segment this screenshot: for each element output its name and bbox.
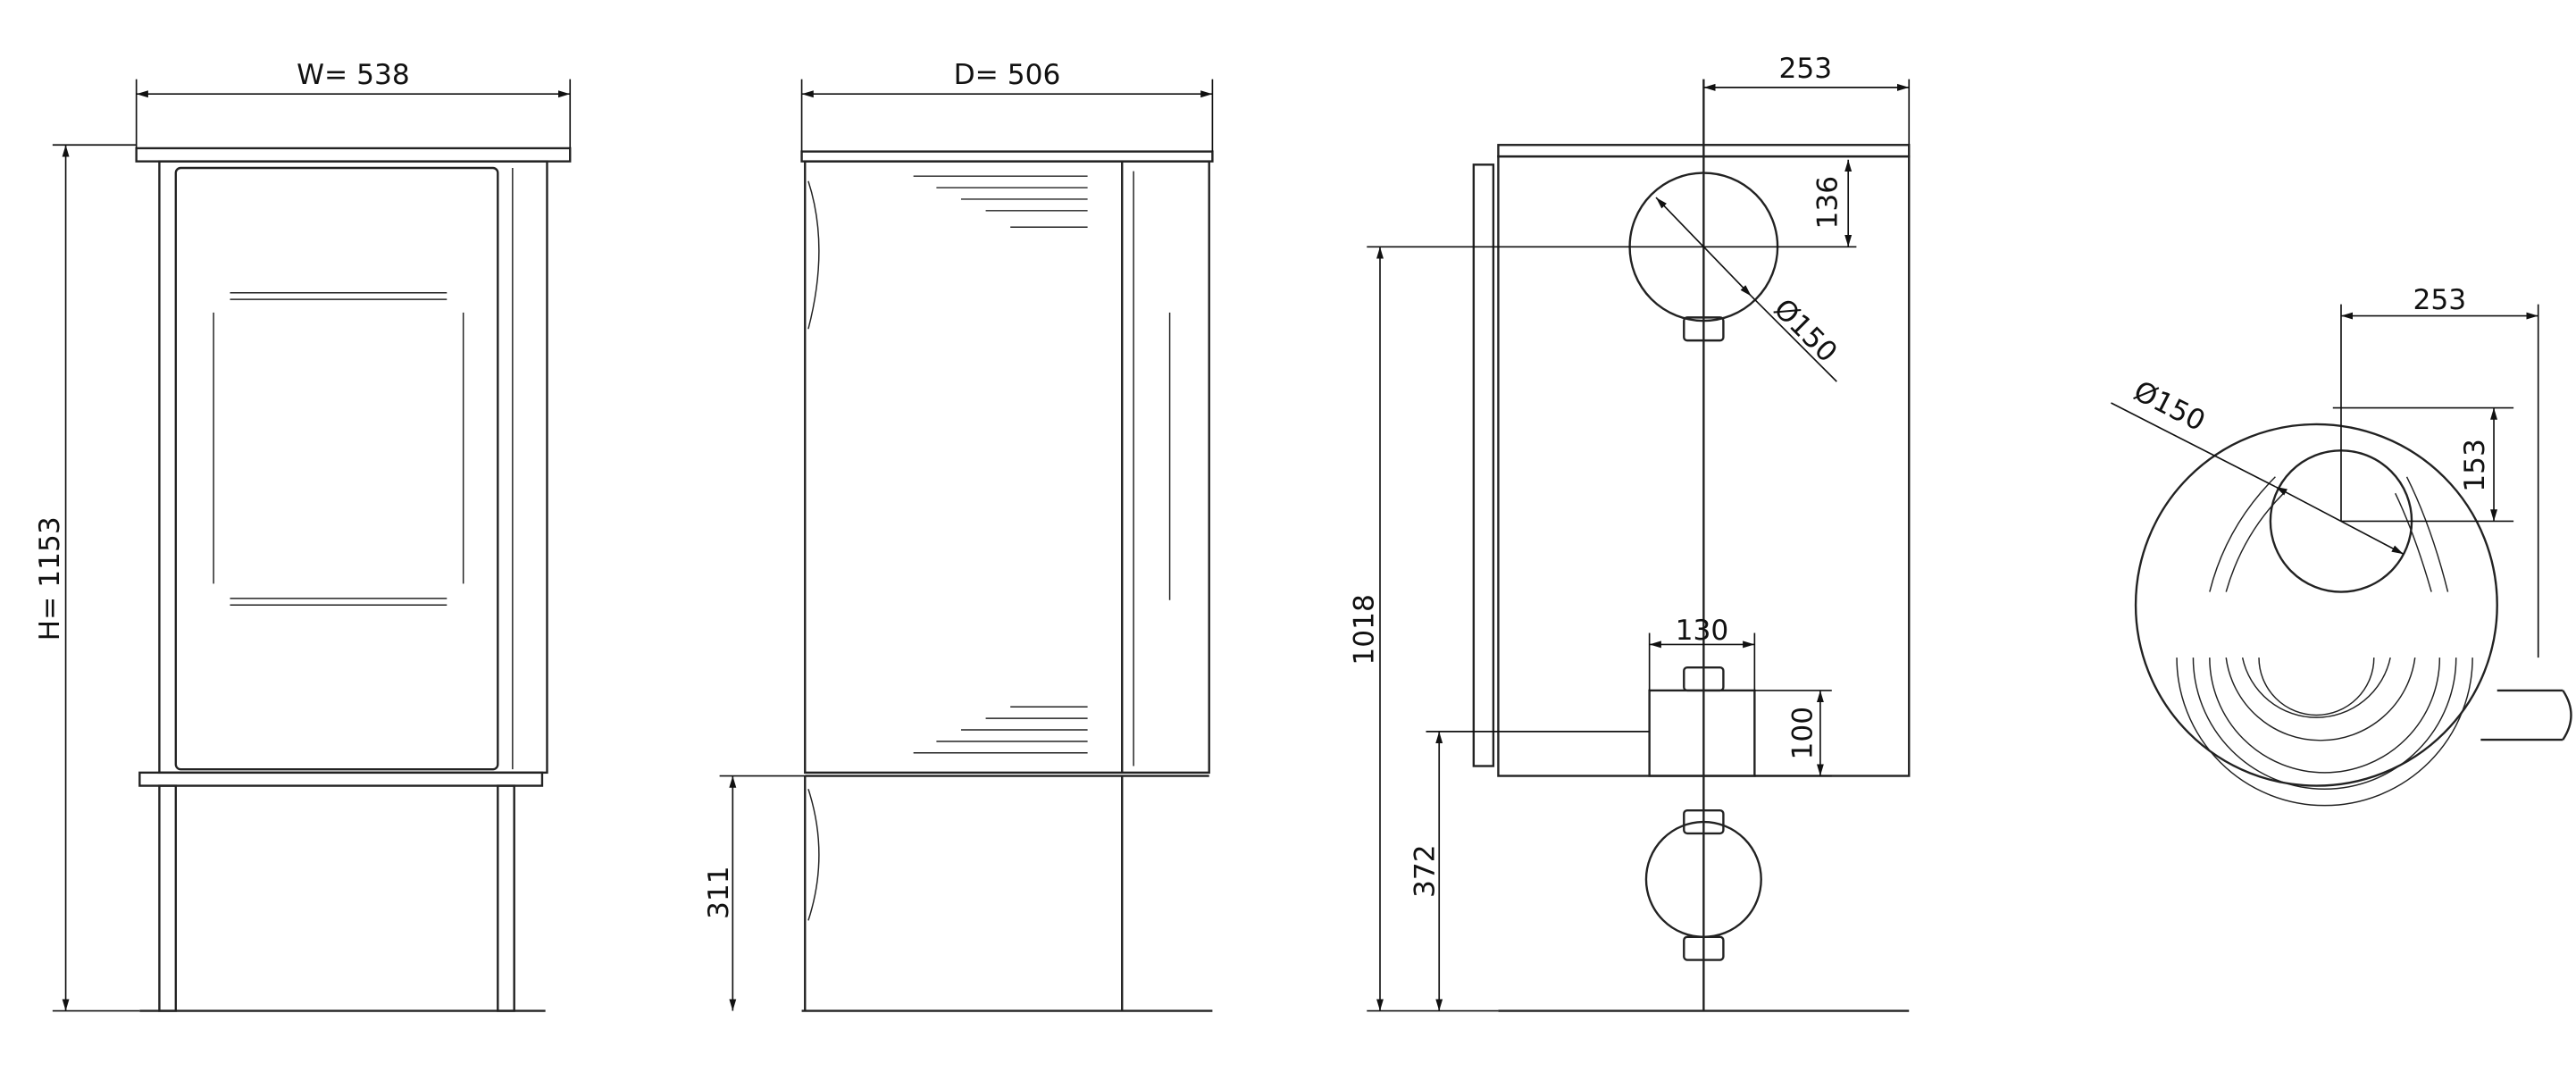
air-inlet-center-dimension: 372: [1409, 844, 1442, 898]
base-height-dimension: 311: [703, 866, 735, 919]
depth-dimension: D= 506: [954, 59, 1061, 91]
flue-top-dimension: 136: [1811, 176, 1844, 230]
air-inlet-height-dimension: 100: [1787, 707, 1819, 760]
flue-diameter-dimension: Ø150: [1768, 293, 1844, 369]
flue-height-dimension: 1018: [1349, 594, 1381, 666]
top-flue-offset-dimension: 253: [2413, 284, 2467, 316]
back-view: 253 136 Ø150 1018 372 130 100: [1349, 53, 1911, 1012]
flue-offset-dimension: 253: [1779, 53, 1833, 85]
width-dimension: W= 538: [297, 59, 410, 91]
air-inlet-width-dimension: 130: [1676, 615, 1729, 647]
top-flue-diameter-dimension: Ø150: [2129, 375, 2210, 438]
top-view: 253 153 Ø150: [2111, 284, 2572, 807]
front-view: W= 538 H= 1153: [34, 59, 572, 1012]
side-view: D= 506 311: [703, 59, 1214, 1012]
height-dimension: H= 1153: [34, 516, 66, 641]
top-flue-depth-dimension: 153: [2459, 439, 2491, 492]
